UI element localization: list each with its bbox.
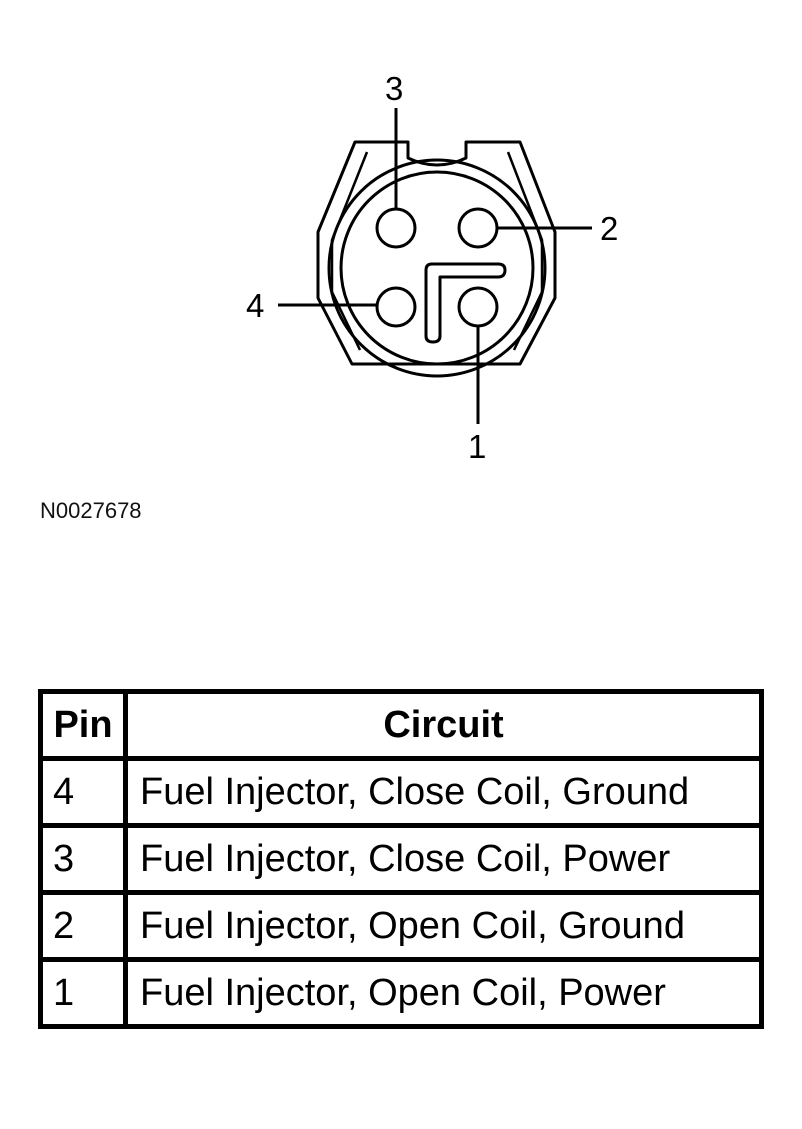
pin-number: 3 (38, 823, 128, 895)
table-row: 2 Fuel Injector, Open Coil, Ground (38, 890, 764, 962)
pin-number: 4 (38, 756, 128, 828)
connector-ring-outer (327, 158, 547, 378)
circuit-description: Fuel Injector, Close Coil, Power (123, 823, 764, 895)
table-row: 1 Fuel Injector, Open Coil, Power (38, 957, 764, 1029)
header-pin: Pin (38, 689, 128, 761)
pin-4-contact (375, 286, 417, 328)
connector-housing-inner-right (506, 151, 544, 351)
pinout-table: Pin Circuit 4 Fuel Injector, Close Coil,… (38, 689, 764, 1029)
pin-number: 1 (38, 957, 128, 1029)
circuit-description: Fuel Injector, Close Coil, Ground (123, 756, 764, 828)
table-row: 4 Fuel Injector, Close Coil, Ground (38, 756, 764, 828)
connector-housing-inner-left (330, 151, 369, 351)
connector-diagram: 3 2 4 1 (246, 70, 618, 465)
pin-1-contact (457, 286, 499, 328)
circuit-description: Fuel Injector, Open Coil, Power (123, 957, 764, 1029)
pin-3-contact (375, 207, 417, 249)
table-row: 3 Fuel Injector, Close Coil, Power (38, 823, 764, 895)
pin-number: 2 (38, 890, 128, 962)
connector-key (424, 262, 507, 344)
table-header-row: Pin Circuit (38, 689, 764, 761)
connector-housing-outer (316, 140, 557, 366)
pin-2-label: 2 (600, 210, 618, 247)
pin-1-label: 1 (468, 428, 486, 465)
pin-4-label: 4 (246, 287, 264, 324)
circuit-description: Fuel Injector, Open Coil, Ground (123, 890, 764, 962)
connector-ring-inner (339, 170, 535, 366)
pin-2-contact (457, 207, 499, 249)
figure-id: N0027678 (40, 498, 142, 523)
pin-3-label: 3 (385, 70, 403, 107)
header-circuit: Circuit (123, 689, 764, 761)
